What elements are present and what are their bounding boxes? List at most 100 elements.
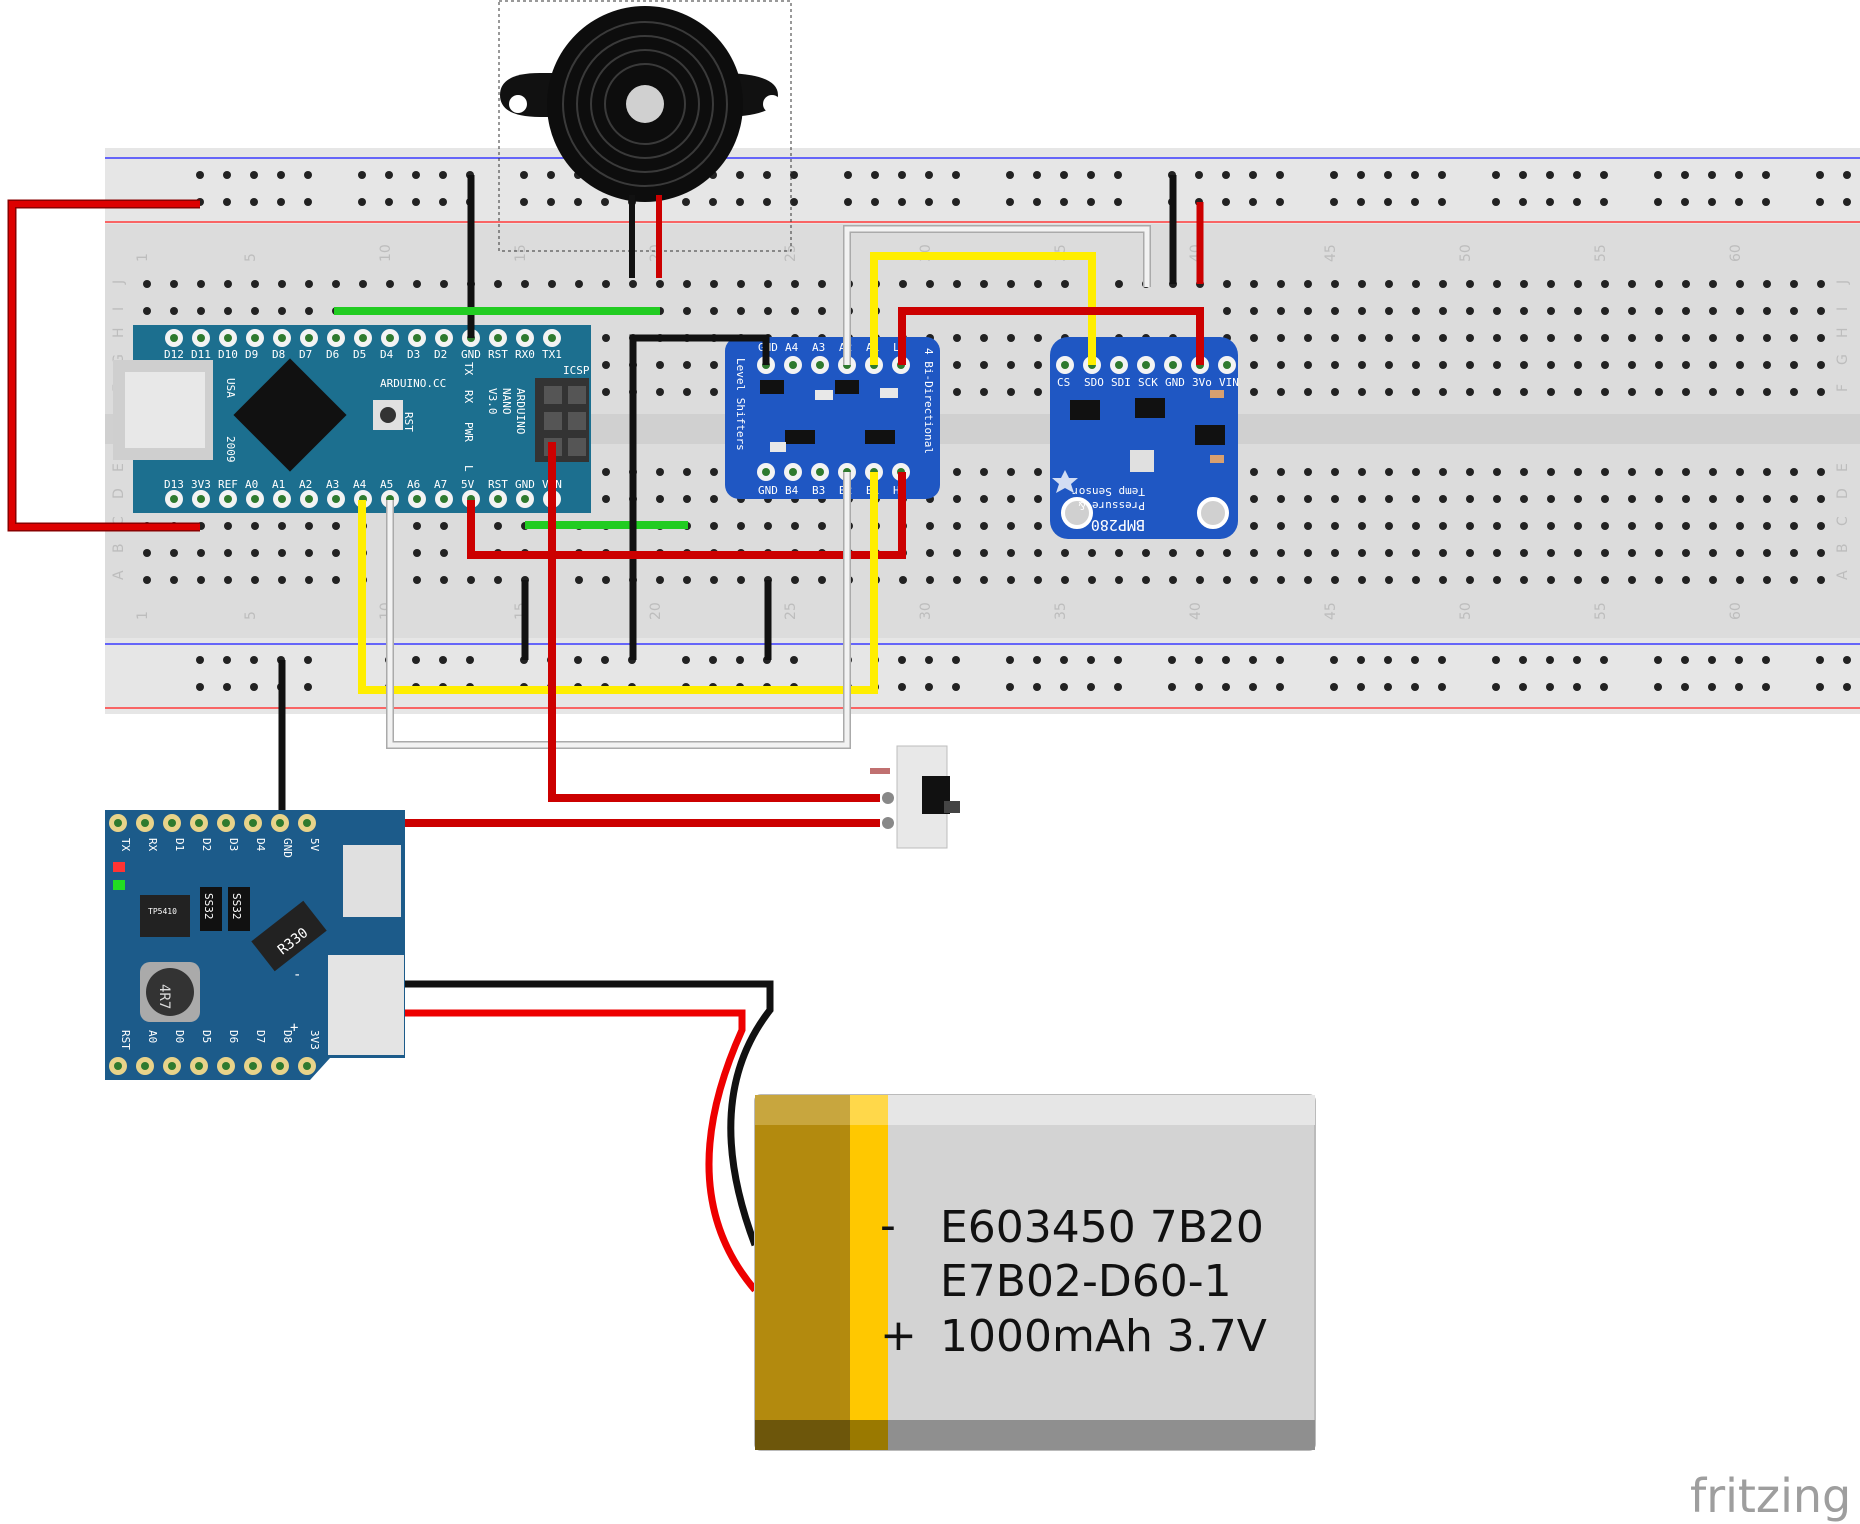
bmp280-pin-label: GND: [1165, 376, 1185, 389]
wire-black-level-shifter-gnd: [629, 334, 770, 660]
lipo-battery: - + E603450 7B20 E7B02-D60-1 1000mAh 3.7…: [754, 1094, 1316, 1451]
arduino-top-pin-label: D12: [164, 348, 184, 361]
wemos-bottom-pin-label: D8: [281, 1030, 294, 1043]
mounting-hole-left: [1061, 497, 1093, 529]
wemos-bottom-pin-label: D7: [254, 1030, 267, 1043]
level-shifter-bottom-pin-label: B3: [812, 484, 825, 497]
row-letter: A: [111, 570, 127, 580]
arduino-bottom-pin-label: GND: [515, 478, 535, 491]
row-letter: A: [1835, 570, 1851, 580]
battery-minus-label: -: [880, 1200, 896, 1251]
column-number: 20: [648, 602, 664, 620]
diode-2-label: SS32: [230, 893, 243, 920]
wemos-bottom-pin-label: A0: [146, 1030, 159, 1043]
inductor-label: 4R7: [156, 984, 172, 1009]
battery-plus-label: +: [880, 1310, 917, 1361]
column-number: 60: [1728, 602, 1744, 620]
arduino-top-pin-label: D8: [272, 348, 285, 361]
row-letter: E: [1835, 463, 1851, 472]
row-letter: H: [1835, 327, 1851, 338]
column-number: 50: [1458, 602, 1474, 620]
column-number: 55: [1593, 602, 1609, 620]
reset-label: RST: [402, 412, 415, 432]
led-green: [113, 880, 125, 890]
piezo-buzzer: [498, 0, 792, 278]
wemos-top-pin-label: D1: [173, 838, 186, 851]
battery-line-2: E7B02-D60-1: [940, 1256, 1232, 1307]
arduino-year-label: 2009: [224, 436, 237, 463]
bmp280-pin-label: SDI: [1111, 376, 1131, 389]
level-shifter-title-1: 4 Bi-Directional: [922, 348, 935, 454]
column-number: 55: [1593, 244, 1609, 262]
bmp280-subtitle-1: Pressure &: [1078, 499, 1145, 512]
wire-black-battery: [296, 980, 774, 1247]
pwr-led-label: PWR: [462, 422, 475, 442]
bmp280-pin-label: CS: [1057, 376, 1070, 389]
arduino-bottom-pin-label: A6: [407, 478, 420, 491]
arduino-bottom-pin-label: 3V3: [191, 478, 211, 491]
slide-switch: [870, 745, 960, 849]
row-letter: D: [1835, 488, 1851, 499]
wemos-top-pin-label: D4: [254, 838, 267, 852]
wemos-ic: [140, 895, 190, 937]
level-shifter-pins: [757, 356, 910, 481]
wemos-top-pin-label: D2: [200, 838, 213, 851]
bmp280-pin-label: 3Vo: [1192, 376, 1212, 389]
row-letter: G: [111, 354, 127, 365]
atmega-chip: [233, 358, 347, 472]
column-number: 30: [918, 602, 934, 620]
battery-connector: [328, 955, 404, 1055]
led-red: [113, 862, 125, 872]
column-number: 5: [243, 611, 259, 620]
column-number: 15: [513, 244, 529, 262]
wires: [7, 175, 1204, 1293]
arduino-top-pin-label: GND: [461, 348, 481, 361]
wire-red-battery: [296, 1009, 758, 1293]
arduino-model-line-2: NANO: [500, 388, 513, 415]
arduino-brand: ARDUINO.CC: [380, 377, 446, 390]
arduino-top-pin-label: RST: [488, 348, 508, 361]
arduino-bottom-pin-label: A0: [245, 478, 258, 491]
wire-white-bottom: [387, 472, 850, 748]
arduino-top-pin-label: TX1: [542, 348, 562, 361]
row-letter: B: [111, 543, 127, 553]
wemos-top-pin-label: 5V: [308, 838, 321, 852]
column-number: 1: [135, 611, 151, 620]
arduino-top-pin-label: RX0: [515, 348, 535, 361]
arduino-top-pin-label: D2: [434, 348, 447, 361]
arduino-bottom-pin-label: A1: [272, 478, 285, 491]
row-letter: G: [1835, 354, 1851, 365]
connector-plus-label: +: [290, 1020, 298, 1036]
arduino-top-pin-label: D10: [218, 348, 238, 361]
arduino-bottom-pin-label: A2: [299, 478, 312, 491]
micro-usb-port: [343, 845, 401, 917]
arduino-bottom-pin-label: REF: [218, 478, 238, 491]
bmp280-title: BMP280: [1091, 516, 1145, 534]
wemos-bottom-pin-label: RST: [119, 1030, 132, 1050]
fritzing-watermark: fritzing: [1690, 1469, 1851, 1523]
buzzer-mount-hole-left: [509, 95, 527, 113]
column-number: 45: [1323, 244, 1339, 262]
ic-label: TP5410: [148, 907, 177, 916]
wire-white-top: [844, 226, 1150, 365]
icsp-label: ICSP: [563, 364, 590, 377]
connector-minus-label: -: [293, 967, 301, 983]
wemos-bottom-pin-label: D6: [227, 1030, 240, 1043]
arduino-model-line-1: ARDUINO: [514, 388, 527, 434]
wire-yellow-bottom: [358, 472, 878, 694]
arduino-bottom-pin-label: A4: [353, 478, 367, 491]
schottky-diode-1: [200, 887, 222, 931]
row-letter: E: [111, 463, 127, 472]
row-letter: C: [1835, 516, 1851, 526]
arduino-bottom-pin-label: RST: [488, 478, 508, 491]
star-logo-icon: [1052, 470, 1078, 493]
column-number: 40: [1188, 602, 1204, 620]
mounting-hole-right: [1197, 497, 1229, 529]
